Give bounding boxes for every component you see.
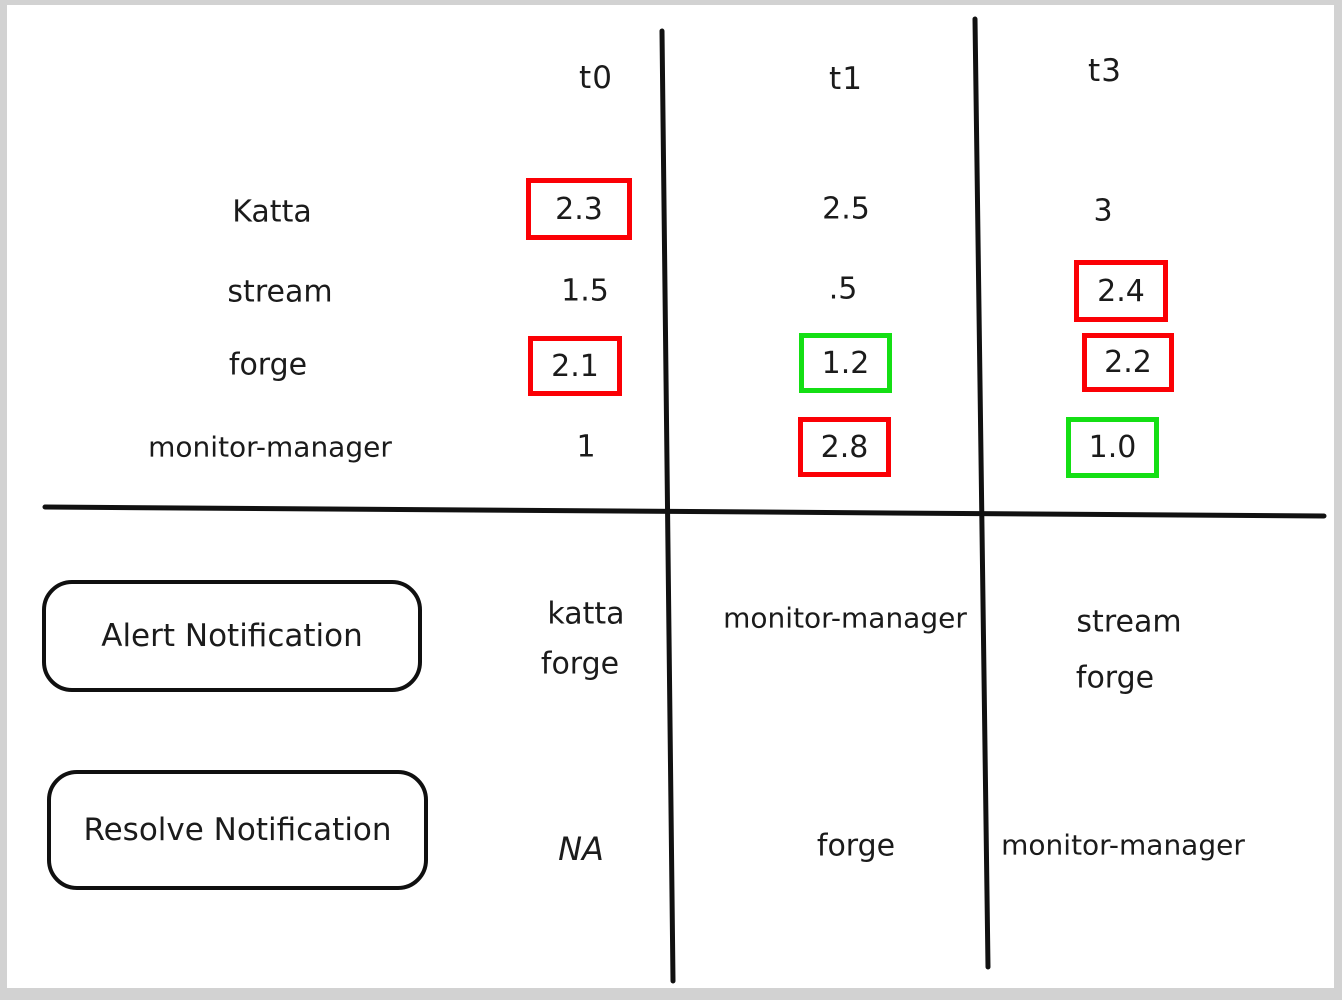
cell-stream-t1-value: .5 — [828, 271, 858, 307]
section-divider-line — [42, 504, 1327, 519]
resolve-notification-label-box: Resolve Notification — [47, 770, 428, 890]
row-label-stream: stream — [227, 274, 333, 310]
alert-t3-line2: forge — [1075, 660, 1155, 696]
cell-katta-t1-value: 2.5 — [822, 191, 870, 227]
column-header-t1: t1 — [829, 61, 863, 97]
resolve-t0-value: NA — [558, 830, 604, 868]
alert-t1-line1: monitor-manager — [723, 601, 967, 635]
cell-stream-t0-value: 1.5 — [561, 273, 609, 309]
cell-monitor-manager-t1-value: 2.8 — [820, 429, 869, 465]
cell-forge-t1-green-box: 1.2 — [799, 333, 892, 393]
row-label-katta: Katta — [232, 194, 312, 230]
cell-forge-t3-red-box: 2.2 — [1082, 333, 1174, 392]
cell-monitor-manager-t0-value: 1 — [576, 429, 596, 465]
cell-forge-t3-value: 2.2 — [1104, 345, 1152, 380]
cell-katta-t0-red-box: 2.3 — [526, 178, 632, 240]
cell-stream-t3-value: 2.4 — [1097, 273, 1145, 309]
resolve-notification-label: Resolve Notification — [83, 812, 392, 848]
alert-t0-line1: katta — [547, 596, 625, 632]
column-header-t0: t0 — [579, 60, 613, 96]
row-label-forge: forge — [228, 347, 308, 383]
alert-t3-line1: stream — [1076, 604, 1182, 640]
resolve-t1-value: forge — [816, 828, 896, 864]
cell-stream-t3-red-box: 2.4 — [1074, 260, 1168, 322]
cell-katta-t3-value: 3 — [1093, 193, 1113, 229]
row-label-monitor-manager: monitor-manager — [148, 430, 392, 464]
cell-forge-t1-value: 1.2 — [821, 345, 870, 381]
cell-forge-t0-red-box: 2.1 — [528, 336, 622, 396]
resolve-t3-value: monitor-manager — [1001, 828, 1245, 862]
cell-monitor-manager-t3-value: 1.0 — [1088, 430, 1137, 465]
alert-notification-label: Alert Notification — [101, 618, 363, 654]
cell-forge-t0-value: 2.1 — [551, 348, 599, 384]
cell-monitor-manager-t3-green-box: 1.0 — [1066, 417, 1159, 478]
cell-monitor-manager-t1-red-box: 2.8 — [798, 417, 891, 477]
column-divider-line-2 — [972, 16, 991, 970]
alert-notification-label-box: Alert Notification — [42, 580, 422, 692]
cell-katta-t0-value: 2.3 — [555, 191, 603, 227]
alert-t0-line2: forge — [540, 646, 620, 682]
column-divider-line-1 — [659, 28, 676, 984]
column-header-t3: t3 — [1088, 53, 1122, 89]
